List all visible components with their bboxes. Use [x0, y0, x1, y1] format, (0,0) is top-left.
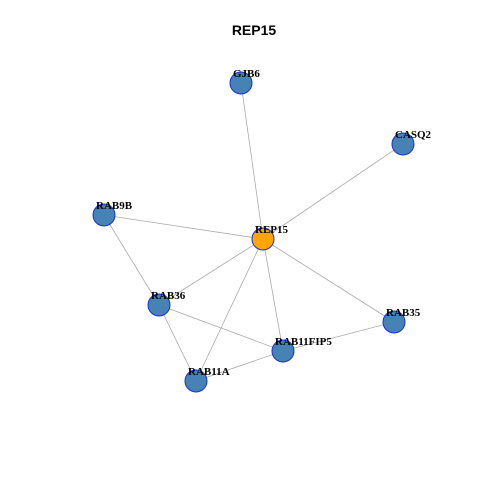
node-casq2: [391, 132, 415, 156]
edge-rab11fip5-rab35: [282, 321, 395, 352]
edge-rep15-rab9b: [103, 214, 264, 240]
edge-layer: [103, 82, 404, 382]
node-label-casq2: CASQ2: [395, 129, 432, 141]
edge-rep15-rab36: [158, 238, 264, 306]
node-label-rab35: RAB35: [386, 307, 421, 319]
node-label-rep15: REP15: [255, 224, 289, 236]
node-label-rab36: RAB36: [151, 290, 186, 302]
diagram-title: REP15: [232, 22, 277, 38]
node-rab11fip5: [271, 339, 295, 363]
node-rab35: [382, 310, 406, 334]
edge-rab36-rab11a: [158, 304, 197, 382]
edge-rab11fip5-rab11a: [195, 350, 284, 382]
node-layer: [92, 71, 415, 393]
edge-rab36-rab11fip5: [158, 304, 284, 352]
node-rab11a: [184, 369, 208, 393]
node-rep15: [251, 227, 275, 251]
edge-rab9b-rab36: [103, 214, 160, 306]
edge-rep15-rab35: [262, 238, 395, 323]
edge-rep15-gjb6: [240, 82, 264, 240]
edge-rep15-rab11a: [195, 238, 264, 382]
node-rab9b: [92, 203, 116, 227]
edge-rep15-casq2: [262, 143, 404, 240]
node-label-rab11a: RAB11A: [188, 366, 230, 378]
node-rab36: [147, 293, 171, 317]
node-label-rab11fip5: RAB11FIP5: [275, 336, 332, 348]
node-gjb6: [229, 71, 253, 95]
node-label-rab9b: RAB9B: [96, 200, 133, 212]
node-label-gjb6: GJB6: [233, 68, 260, 80]
edge-rep15-rab11fip5: [262, 238, 284, 352]
